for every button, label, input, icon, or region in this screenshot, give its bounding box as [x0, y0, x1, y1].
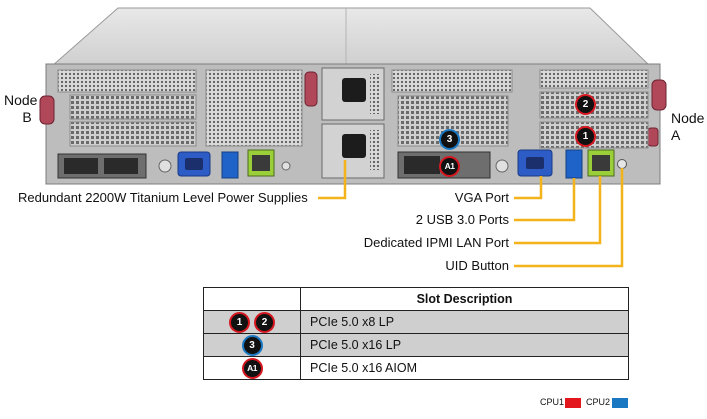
table-badge-2: 2 [254, 311, 275, 333]
usb-ports-label: 2 USB 3.0 Ports [415, 212, 509, 227]
table-row-description: PCIe 5.0 x16 LP [300, 333, 629, 357]
uid-button-label: UID Button [445, 258, 509, 273]
legend-cpu1-label: CPU1 [540, 397, 565, 407]
legend-cpu2-label: CPU2 [586, 397, 611, 407]
node-b-label: Node B [4, 92, 38, 126]
callout-ipmi [514, 176, 602, 245]
slot-badge-a1: A1 [439, 156, 460, 177]
table-badge-1: 1 [229, 311, 250, 333]
table-row: A1 PCIe 5.0 x16 AIOM [203, 356, 629, 380]
handle-right [651, 79, 667, 111]
callout-usb [514, 178, 576, 222]
node-a-vent-right [539, 69, 649, 89]
slot-badge-3: 3 [439, 129, 460, 150]
vga-port-label: VGA Port [454, 190, 509, 205]
slot-badge-2: 2 [575, 94, 596, 115]
node-b-slot-3 [205, 69, 303, 147]
table-header-badge-cell [203, 287, 301, 311]
handle-left [39, 95, 55, 125]
table-badge-a1: A1 [241, 357, 263, 379]
node-a-uid [617, 159, 627, 169]
callout-vga [514, 176, 543, 200]
node-b-label-line2: B [22, 109, 32, 125]
node-b-vent-top [57, 69, 197, 93]
callout-uid [514, 168, 624, 268]
table-row-badges: 3 [203, 333, 301, 357]
node-a-label-line2: A [671, 127, 681, 143]
node-a-usb [565, 149, 583, 179]
node-b-usb [221, 151, 239, 179]
node-b-label-line1: Node [4, 92, 38, 108]
node-a-vent-top [391, 69, 513, 93]
handle-mid-left [304, 71, 318, 107]
node-b-slot-2 [69, 121, 197, 147]
node-a-label: Node A [671, 110, 704, 144]
legend-cpu1-swatch [565, 398, 581, 408]
chassis-top [50, 7, 652, 67]
callout-psu [318, 160, 347, 200]
slot-badge-1: 1 [575, 126, 596, 147]
legend-cpu2-swatch [612, 398, 628, 408]
table-header-row: Slot Description [203, 287, 629, 311]
node-b-slot-1 [69, 94, 197, 120]
table-row: 3 PCIe 5.0 x16 LP [203, 333, 629, 357]
table-header-title: Slot Description [300, 287, 629, 311]
table-row-description: PCIe 5.0 x8 LP [300, 310, 629, 334]
table-row-description: PCIe 5.0 x16 AIOM [300, 356, 629, 380]
table-badge-3: 3 [241, 334, 263, 356]
ipmi-port-label: Dedicated IPMI LAN Port [363, 235, 509, 250]
callout-lines [318, 160, 624, 268]
table-row-badges: A1 [203, 356, 301, 380]
power-supplies-label: Redundant 2200W Titanium Level Power Sup… [18, 190, 308, 205]
node-a-label-line1: Node [671, 110, 705, 126]
